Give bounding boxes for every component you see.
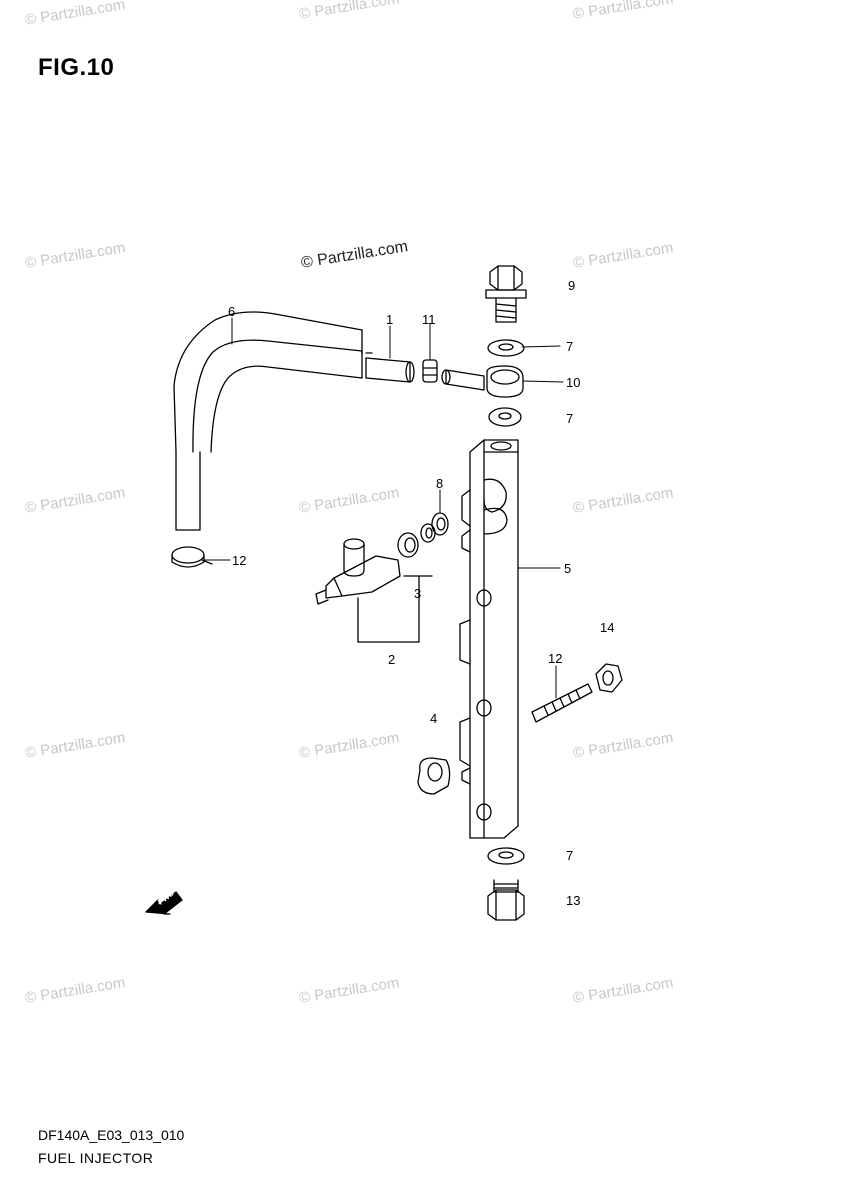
fuel-union bbox=[486, 365, 524, 398]
stud-bolt bbox=[531, 683, 593, 723]
diagram-code: DF140A_E03_013_010 bbox=[38, 1127, 185, 1143]
callout-6: 6 bbox=[228, 304, 236, 319]
callout-13: 13 bbox=[566, 893, 581, 908]
fuel-injector bbox=[315, 538, 401, 605]
hose-connector bbox=[365, 352, 415, 383]
diagram-name: FUEL INJECTOR bbox=[38, 1150, 154, 1166]
callout-7-lower: 7 bbox=[566, 848, 574, 863]
callout-9: 9 bbox=[568, 278, 576, 293]
injector-seal bbox=[397, 523, 436, 558]
callout-10: 10 bbox=[566, 375, 581, 390]
hose-clip-lower bbox=[171, 546, 213, 568]
callout-bracket bbox=[357, 575, 433, 643]
nut bbox=[595, 663, 623, 693]
hose-clip-upper bbox=[422, 359, 438, 383]
fuel-nipple bbox=[441, 369, 485, 391]
callout-14: 14 bbox=[600, 620, 615, 635]
callout-11-lower: 12 bbox=[232, 553, 247, 568]
washer-middle bbox=[488, 407, 522, 427]
fuel-delivery-pipe bbox=[459, 439, 519, 839]
washer-lower bbox=[487, 847, 525, 865]
plug-bolt bbox=[487, 879, 525, 921]
callout-12: 12 bbox=[548, 651, 563, 666]
o-ring bbox=[431, 512, 449, 536]
grommet bbox=[417, 757, 451, 795]
callout-2: 2 bbox=[388, 652, 396, 667]
figure-title: FIG.10 bbox=[38, 54, 115, 81]
callout-1: 1 bbox=[386, 312, 394, 327]
forward-arrow bbox=[145, 891, 183, 915]
callout-3: 3 bbox=[414, 586, 422, 601]
callout-11-upper: 11 bbox=[422, 312, 436, 327]
callout-7-upper: 7 bbox=[566, 339, 574, 354]
callout-7-middle: 7 bbox=[566, 411, 574, 426]
union-bolt bbox=[485, 265, 527, 323]
callout-8: 8 bbox=[436, 476, 444, 491]
leader-lines bbox=[204, 317, 564, 699]
fuel-hose bbox=[173, 311, 363, 531]
washer-upper bbox=[487, 339, 525, 357]
callout-5: 5 bbox=[564, 561, 572, 576]
callout-4: 4 bbox=[430, 711, 438, 726]
